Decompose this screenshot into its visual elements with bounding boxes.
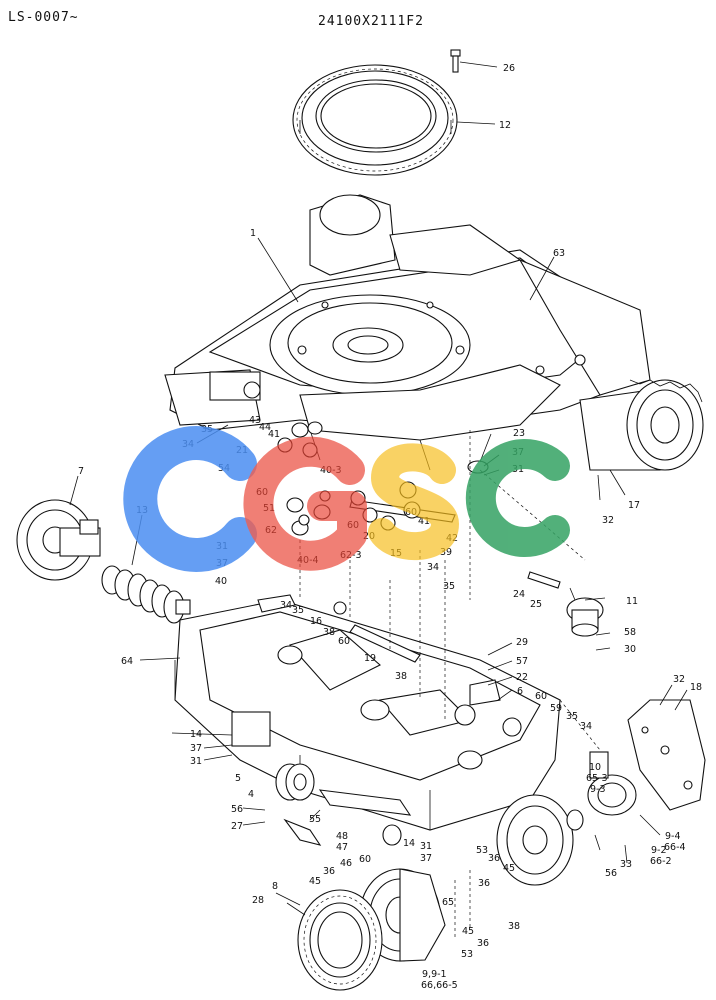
callout-label: 63 xyxy=(553,248,565,259)
callout-label: 9-4 xyxy=(665,831,681,842)
lower-track-frame-drawing xyxy=(174,599,561,831)
callout-label: 57 xyxy=(516,656,528,667)
callout-label: 60 xyxy=(359,854,371,865)
cover-plate-drawing xyxy=(627,699,706,811)
callout-label: 30 xyxy=(624,644,636,655)
drawing-number: 24100X2111F2 xyxy=(318,14,424,29)
callout-label: 31 xyxy=(190,756,202,767)
callout-label: 56 xyxy=(605,868,617,879)
callout-label: 29 xyxy=(516,637,528,648)
callout-label: 36 xyxy=(478,878,490,889)
callout-label: 41 xyxy=(418,516,430,527)
callout-label: 66-2 xyxy=(650,856,672,867)
callout-label: 39 xyxy=(440,547,452,558)
callout-label: 41 xyxy=(268,429,280,440)
callout-label: 44 xyxy=(259,422,271,433)
callout-label: 10 xyxy=(589,762,601,773)
callout-label: 5 xyxy=(235,773,241,784)
callout-label: 40 xyxy=(215,576,227,587)
callout-label: 58 xyxy=(624,627,636,638)
callout-label: 4 xyxy=(248,789,254,800)
callout-label: 12 xyxy=(499,120,511,131)
callout-label: 36 xyxy=(488,853,500,864)
callout-label: 45 xyxy=(309,876,321,887)
reference-code: LS-0007~ xyxy=(8,10,79,25)
callout-label: 16 xyxy=(310,616,322,627)
callout-label: 7 xyxy=(78,466,84,477)
callout-label: 66-4 xyxy=(664,842,686,853)
callout-label: 26 xyxy=(503,63,515,74)
callout-label: 8 xyxy=(272,881,278,892)
leader-lines xyxy=(69,61,688,916)
callout-label: 37 xyxy=(190,743,202,754)
callout-label: 66,66-5 xyxy=(421,980,458,991)
callout-label: 9,9-1 xyxy=(422,969,447,980)
callout-label: 37 xyxy=(420,853,432,864)
cgsc-watermark xyxy=(123,426,570,572)
callout-label: 56 xyxy=(231,804,243,815)
callout-label: 35 xyxy=(566,711,578,722)
watermark-letter-g xyxy=(243,436,367,571)
watermark-letter-c xyxy=(465,439,570,557)
callout-label: 32 xyxy=(602,515,614,526)
callout-label: 45 xyxy=(503,863,515,874)
callout-label: 35 xyxy=(443,581,455,592)
callout-label: 36 xyxy=(323,866,335,877)
callout-label: 9-2 xyxy=(651,845,667,856)
callout-label: 64 xyxy=(121,656,133,667)
callout-label: 14 xyxy=(190,729,202,740)
callout-label: 35 xyxy=(292,605,304,616)
callout-label: 65-3 xyxy=(586,773,608,784)
callout-label: 47 xyxy=(336,842,348,853)
callout-label: 60 xyxy=(338,636,350,647)
watermark-letter-c xyxy=(123,426,257,572)
callout-label: 34 xyxy=(580,721,592,732)
callout-label: 18 xyxy=(690,682,702,693)
callout-label: 23 xyxy=(513,428,525,439)
callout-label: 9-3 xyxy=(590,784,606,795)
callout-label: 38 xyxy=(508,921,520,932)
callout-label: 46 xyxy=(340,858,352,869)
callout-label: 31 xyxy=(420,841,432,852)
rear-drive-drawing xyxy=(579,379,704,471)
callout-label: 53 xyxy=(476,845,488,856)
callout-label: 65 xyxy=(442,897,454,908)
callout-label: 38 xyxy=(395,671,407,682)
watermark-letter-s xyxy=(368,443,460,561)
swivel-joint-drawing xyxy=(566,587,604,637)
callout-label: 28 xyxy=(252,895,264,906)
callout-label: 33 xyxy=(620,859,632,870)
callout-label: 25 xyxy=(530,599,542,610)
callout-label: 32 xyxy=(673,674,685,685)
callout-label: 24 xyxy=(513,589,525,600)
callout-label: 27 xyxy=(231,821,243,832)
callout-label: 36 xyxy=(477,938,489,949)
callout-label: 38 xyxy=(323,627,335,638)
callout-label: 1 xyxy=(250,228,256,239)
sprocket-drawing xyxy=(297,889,383,991)
recoil-spring-drawing xyxy=(101,565,191,624)
callout-label: 48 xyxy=(336,831,348,842)
callout-label: 19 xyxy=(364,653,376,664)
track-frame-drawing xyxy=(164,194,651,471)
callout-label: 11 xyxy=(626,596,638,607)
callout-label: 34 xyxy=(280,600,292,611)
callout-label: 53 xyxy=(461,949,473,960)
callout-label: 34 xyxy=(427,562,439,573)
callout-label: 43 xyxy=(249,415,261,426)
callout-label: 6 xyxy=(517,686,523,697)
callout-label: 17 xyxy=(628,500,640,511)
callout-label: 59 xyxy=(550,703,562,714)
callout-label: 55 xyxy=(309,814,321,825)
callout-label: 45 xyxy=(462,926,474,937)
bolt-drawing xyxy=(450,49,461,73)
travel-motor-drawing xyxy=(566,751,637,831)
carrier-roller-drawing xyxy=(275,763,315,801)
idler-wheel-drawing xyxy=(16,499,101,581)
swing-bearing-drawing xyxy=(292,64,458,176)
callout-label: 22 xyxy=(516,672,528,683)
callout-label: 14 xyxy=(403,838,415,849)
callout-label: 60 xyxy=(535,691,547,702)
